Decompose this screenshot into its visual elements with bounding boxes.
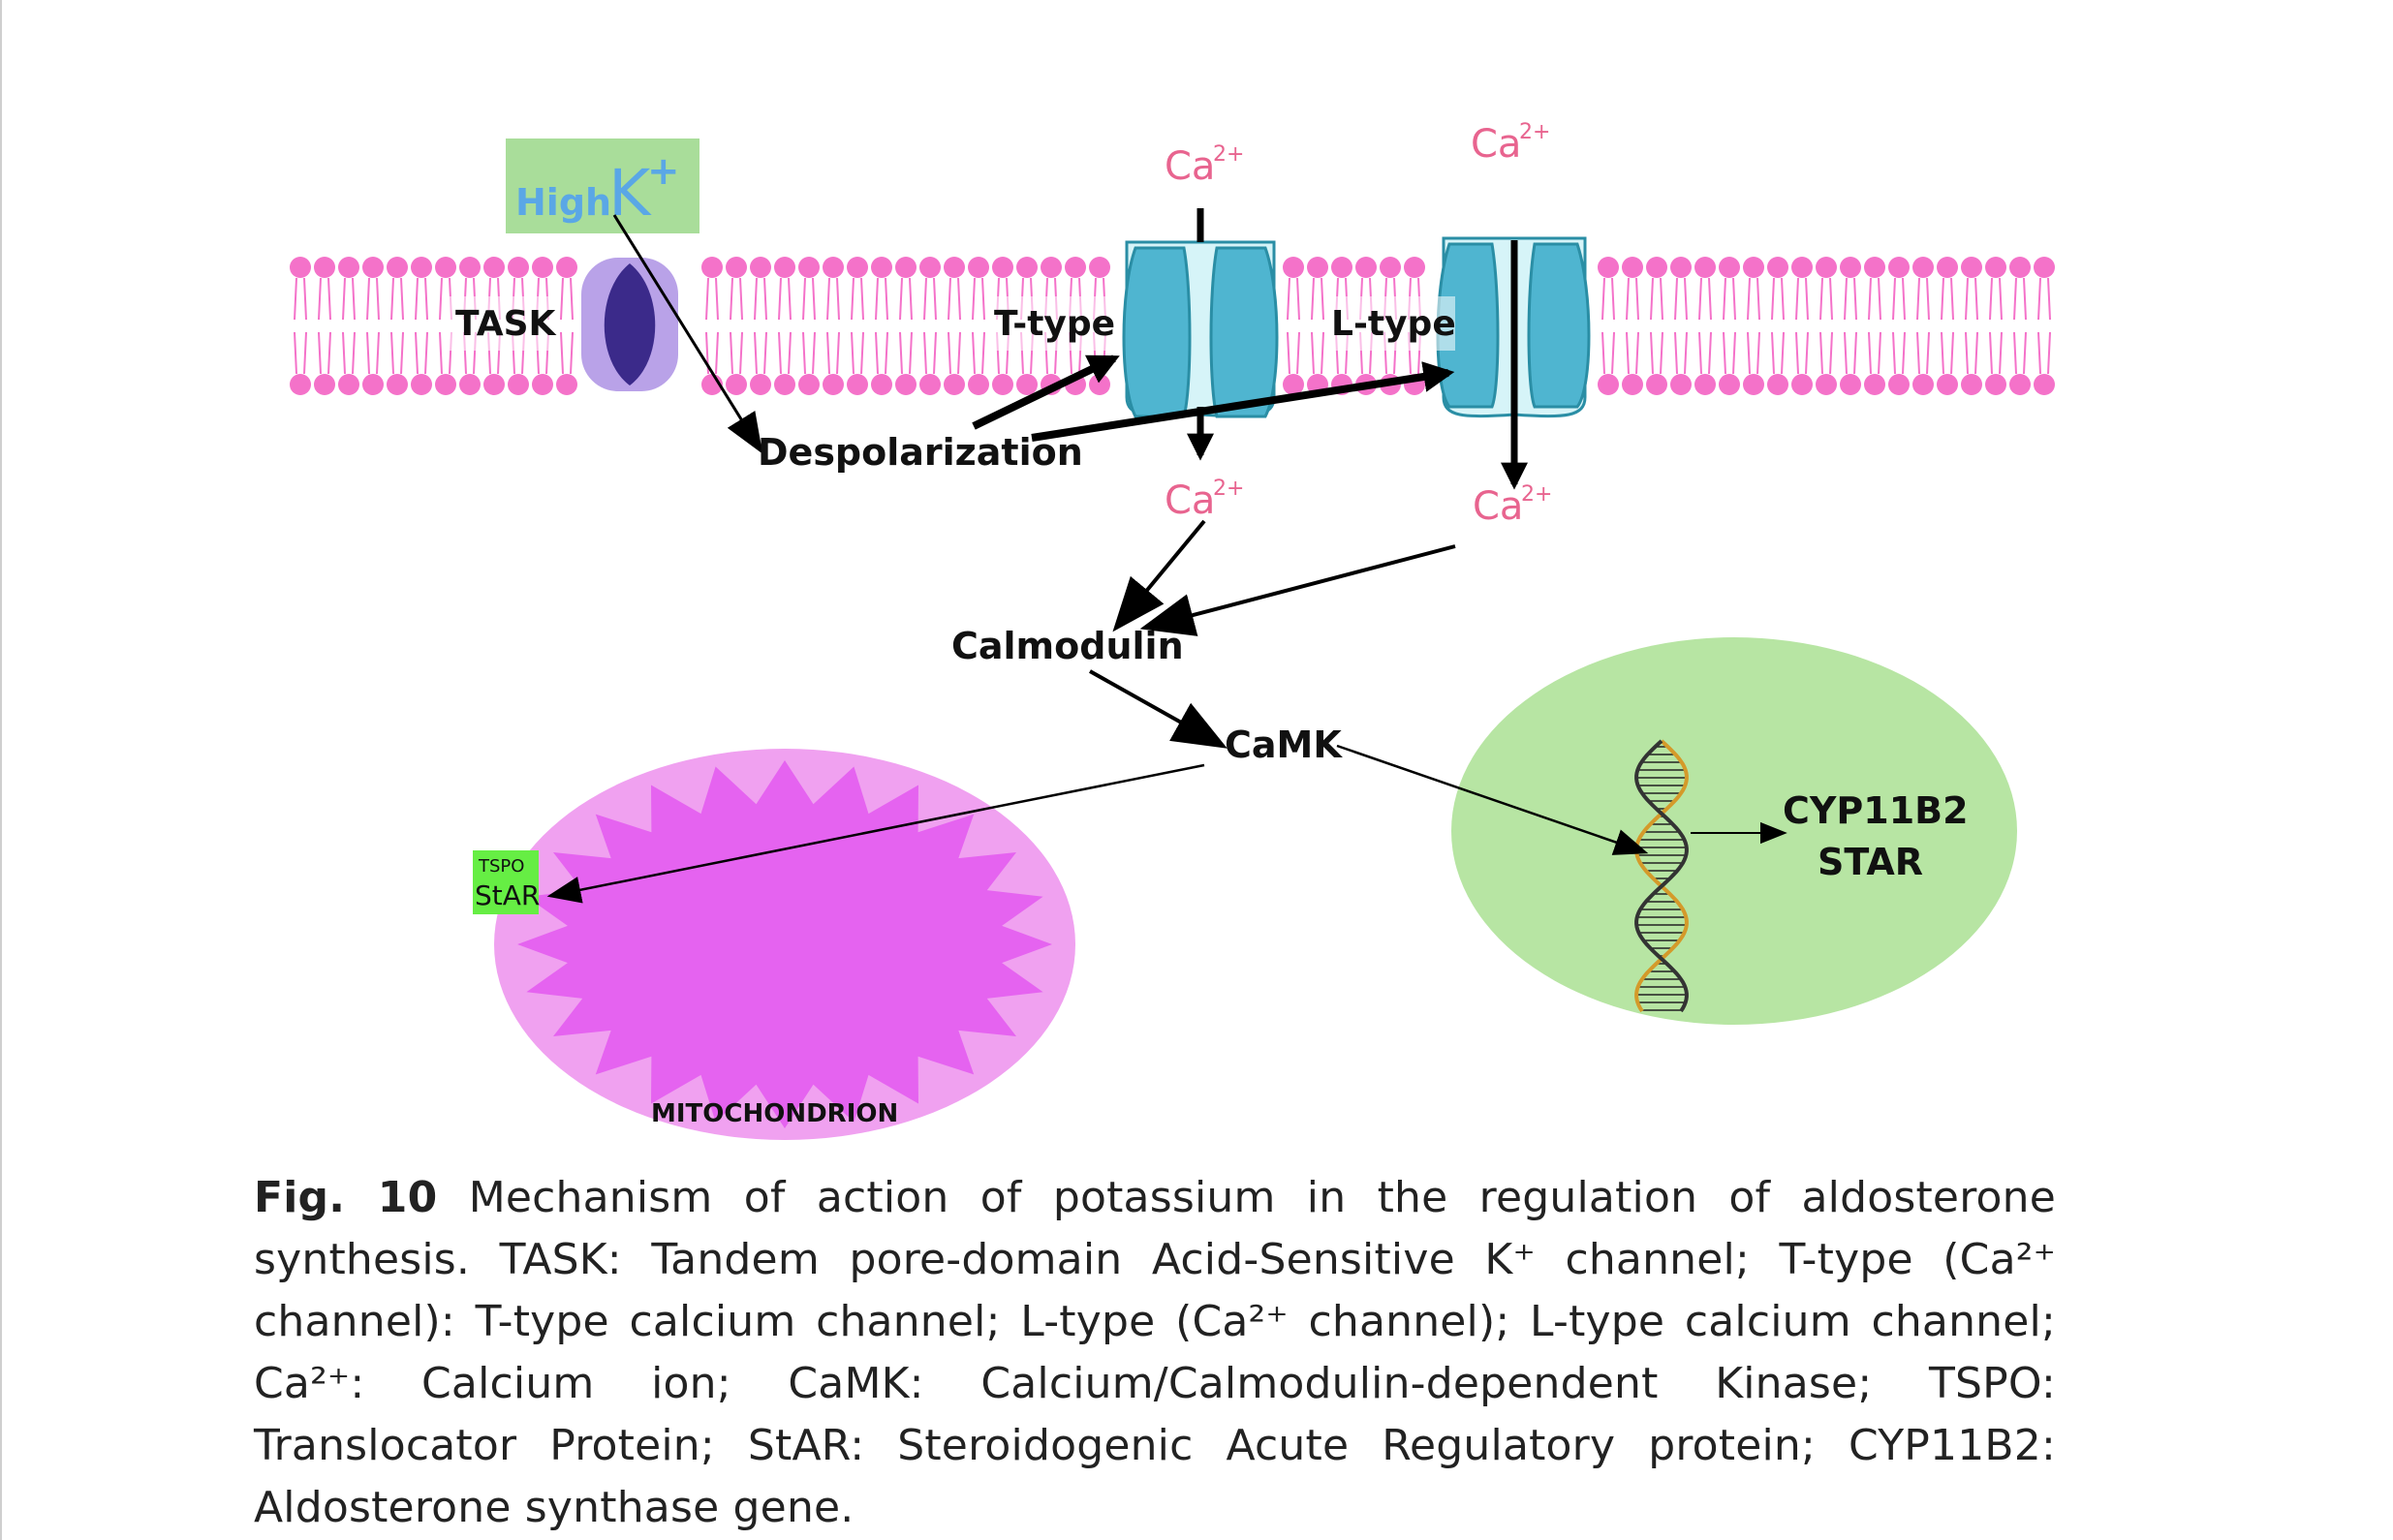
k-ion-charge: + bbox=[647, 149, 680, 194]
svg-text:Ca: Ca bbox=[1473, 484, 1523, 529]
camk-label: CaMK bbox=[1225, 724, 1343, 766]
caption-text: Mechanism of action of potassium in the … bbox=[254, 1173, 2057, 1532]
despolarization-to-t-type-arrow bbox=[972, 354, 1120, 430]
task-label: TASK bbox=[455, 304, 557, 344]
calmodulin-to-camk-arrow bbox=[1089, 669, 1228, 749]
figure-label: Fig. 10 bbox=[254, 1173, 438, 1222]
calcium-ion-bottom-t: Ca 2+ bbox=[1165, 477, 1244, 523]
calmodulin-label: Calmodulin bbox=[951, 625, 1184, 667]
svg-text:Ca: Ca bbox=[1165, 478, 1215, 523]
star-gene-label: STAR bbox=[1818, 841, 1923, 883]
svg-text:2+: 2+ bbox=[1213, 142, 1244, 167]
l-type-label-bg bbox=[1325, 296, 1455, 351]
l-type-label: L-type bbox=[1331, 304, 1456, 344]
task-channel bbox=[581, 258, 678, 391]
svg-text:Ca: Ca bbox=[1165, 144, 1215, 189]
svg-text:2+: 2+ bbox=[1521, 482, 1552, 507]
t-type-channel bbox=[1122, 240, 1279, 418]
cyp11b2-label: CYP11B2 bbox=[1783, 789, 1969, 832]
despolarization-label: Despolarization bbox=[758, 431, 1083, 474]
task-label-bg bbox=[448, 296, 558, 351]
high-k-box: High K + bbox=[506, 139, 699, 233]
diagram: High K + TASK T-type L-type Ca 2+ Ca 2+ … bbox=[290, 120, 2055, 1140]
k-ion-symbol: K bbox=[608, 156, 652, 231]
tspo-label: TSPO bbox=[478, 856, 524, 877]
tspo-star-box: TSPO StAR bbox=[473, 850, 540, 914]
star-protein-label: StAR bbox=[475, 879, 540, 911]
t-type-label-bg bbox=[988, 296, 1118, 351]
figure-caption: Fig. 10 Mechanism of action of potassium… bbox=[254, 1167, 2056, 1539]
calcium-ion-bottom-l: Ca 2+ bbox=[1473, 482, 1552, 529]
calcium-l-to-calmodulin-arrow bbox=[1139, 544, 1456, 636]
calcium-ion-top-l: Ca 2+ bbox=[1471, 120, 1550, 167]
despolarization-to-l-type-arrow bbox=[1031, 361, 1455, 442]
mitochondrion bbox=[494, 749, 1075, 1140]
high-k-arrow bbox=[612, 214, 763, 454]
high-k-text: High bbox=[515, 181, 611, 224]
calcium-ion-top-t: Ca 2+ bbox=[1165, 142, 1244, 189]
cell-membrane bbox=[290, 257, 2055, 395]
svg-text:Ca: Ca bbox=[1471, 122, 1521, 167]
dna-helix bbox=[1634, 739, 1689, 1013]
nucleus bbox=[1451, 637, 2017, 1025]
mitochondrion-label: MITOCHONDRION bbox=[651, 1099, 898, 1128]
camk-to-dna-arrow bbox=[1336, 744, 1649, 855]
camk-to-star-arrow bbox=[546, 763, 1205, 904]
svg-text:2+: 2+ bbox=[1519, 120, 1550, 144]
calcium-t-to-calmodulin-arrow bbox=[1112, 519, 1206, 632]
t-type-label: T-type bbox=[994, 304, 1115, 344]
svg-text:2+: 2+ bbox=[1213, 477, 1244, 501]
